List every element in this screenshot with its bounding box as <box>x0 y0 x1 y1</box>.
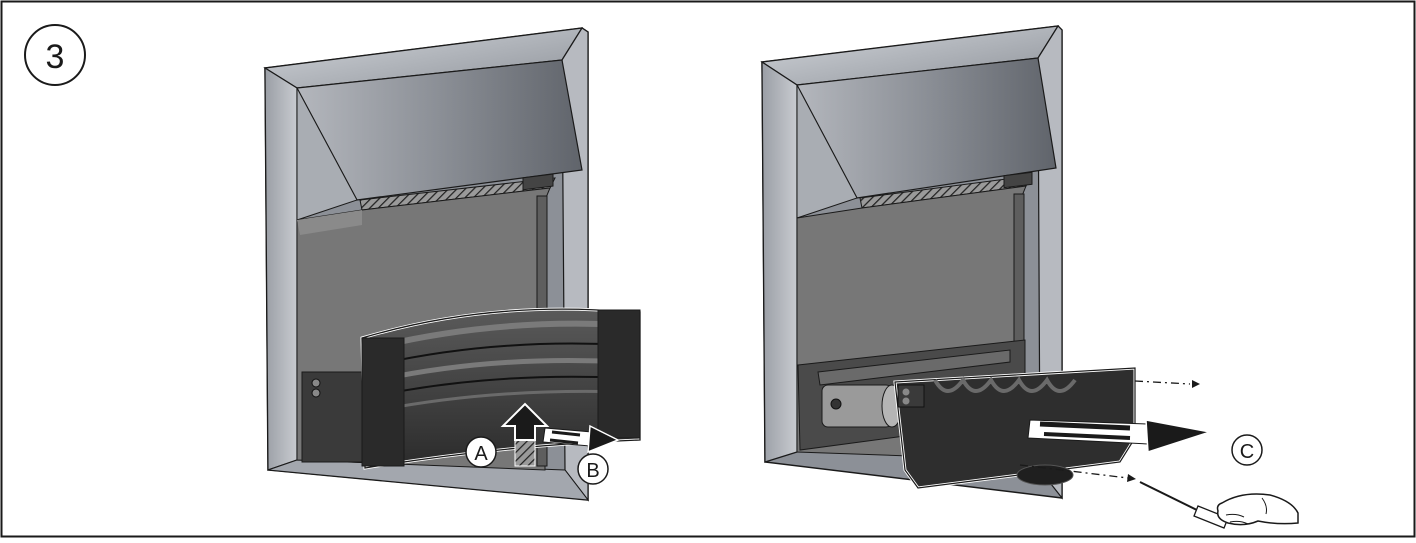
hand-screwdriver-icon <box>1139 481 1299 529</box>
canopy-left-face <box>796 84 858 219</box>
frame-left-side <box>264 66 298 471</box>
arrow-up-icon <box>500 402 550 467</box>
screw-icon <box>311 388 321 398</box>
fuel-bed-side <box>897 384 925 408</box>
circled-number-icon <box>24 24 86 86</box>
tray-rail <box>817 349 1011 386</box>
arrow-right-icon <box>542 424 620 454</box>
callout-c-label: C <box>1240 441 1254 463</box>
control-knobs <box>1003 171 1033 189</box>
fret-bar-2 <box>377 358 626 383</box>
screw-line-bottom <box>1019 464 1129 479</box>
step-badge: 3 <box>24 24 86 86</box>
frame-left-side <box>761 60 798 463</box>
firebox-shadow <box>297 210 362 235</box>
fret-line-1 <box>374 342 626 366</box>
fret-line-2 <box>379 375 626 396</box>
callout-a-label: A <box>474 443 488 465</box>
screw-icon <box>311 378 321 388</box>
arrow-right-icon <box>1027 419 1211 454</box>
screw-icon <box>830 398 842 410</box>
fret-bar-3 <box>379 389 626 412</box>
tray-left <box>301 371 363 463</box>
screw-line-top <box>1134 380 1191 385</box>
fire-right: C <box>760 25 1299 529</box>
fuel-bed-top-ridges <box>933 376 1077 393</box>
fret-end-left <box>361 337 405 467</box>
fire-left: A B <box>263 27 642 502</box>
callout-a: A <box>465 436 497 468</box>
callout-b: B <box>577 453 609 485</box>
callout-b-label: B <box>586 460 599 482</box>
callout-c: C <box>1231 434 1263 466</box>
fret-end-right <box>597 309 641 439</box>
canopy-left-face <box>296 87 358 221</box>
control-knobs <box>522 173 554 191</box>
step-number: 3 <box>46 38 65 76</box>
